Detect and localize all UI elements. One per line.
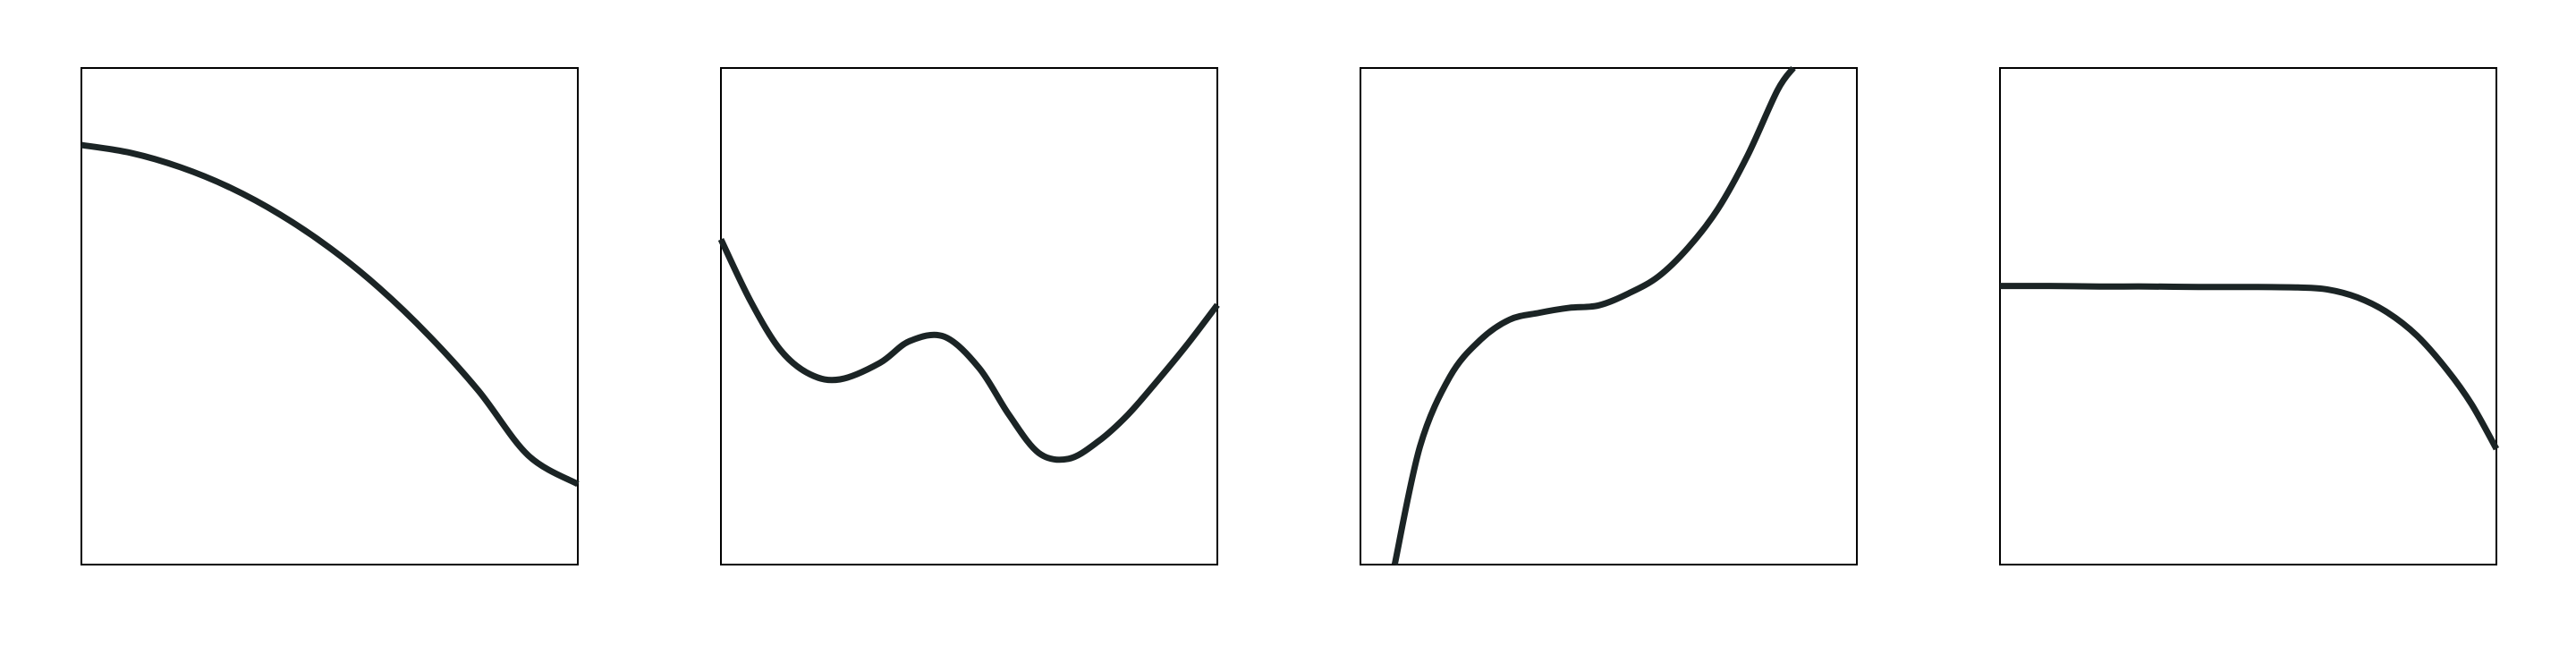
panel-1-curve	[80, 141, 580, 488]
panel-3-curve	[1391, 65, 1796, 565]
panel-2-curve	[717, 237, 1220, 463]
panel-3-frame	[1360, 67, 1858, 565]
panel-2	[717, 67, 1220, 565]
panel-4-frame	[1999, 67, 2497, 565]
panel-4	[1999, 67, 2500, 565]
panel-1-frame	[80, 67, 579, 565]
panel-1	[80, 67, 580, 565]
panel-2-frame	[720, 67, 1218, 565]
panel-4-curve	[1999, 283, 2500, 451]
panel-3	[1360, 65, 1858, 565]
